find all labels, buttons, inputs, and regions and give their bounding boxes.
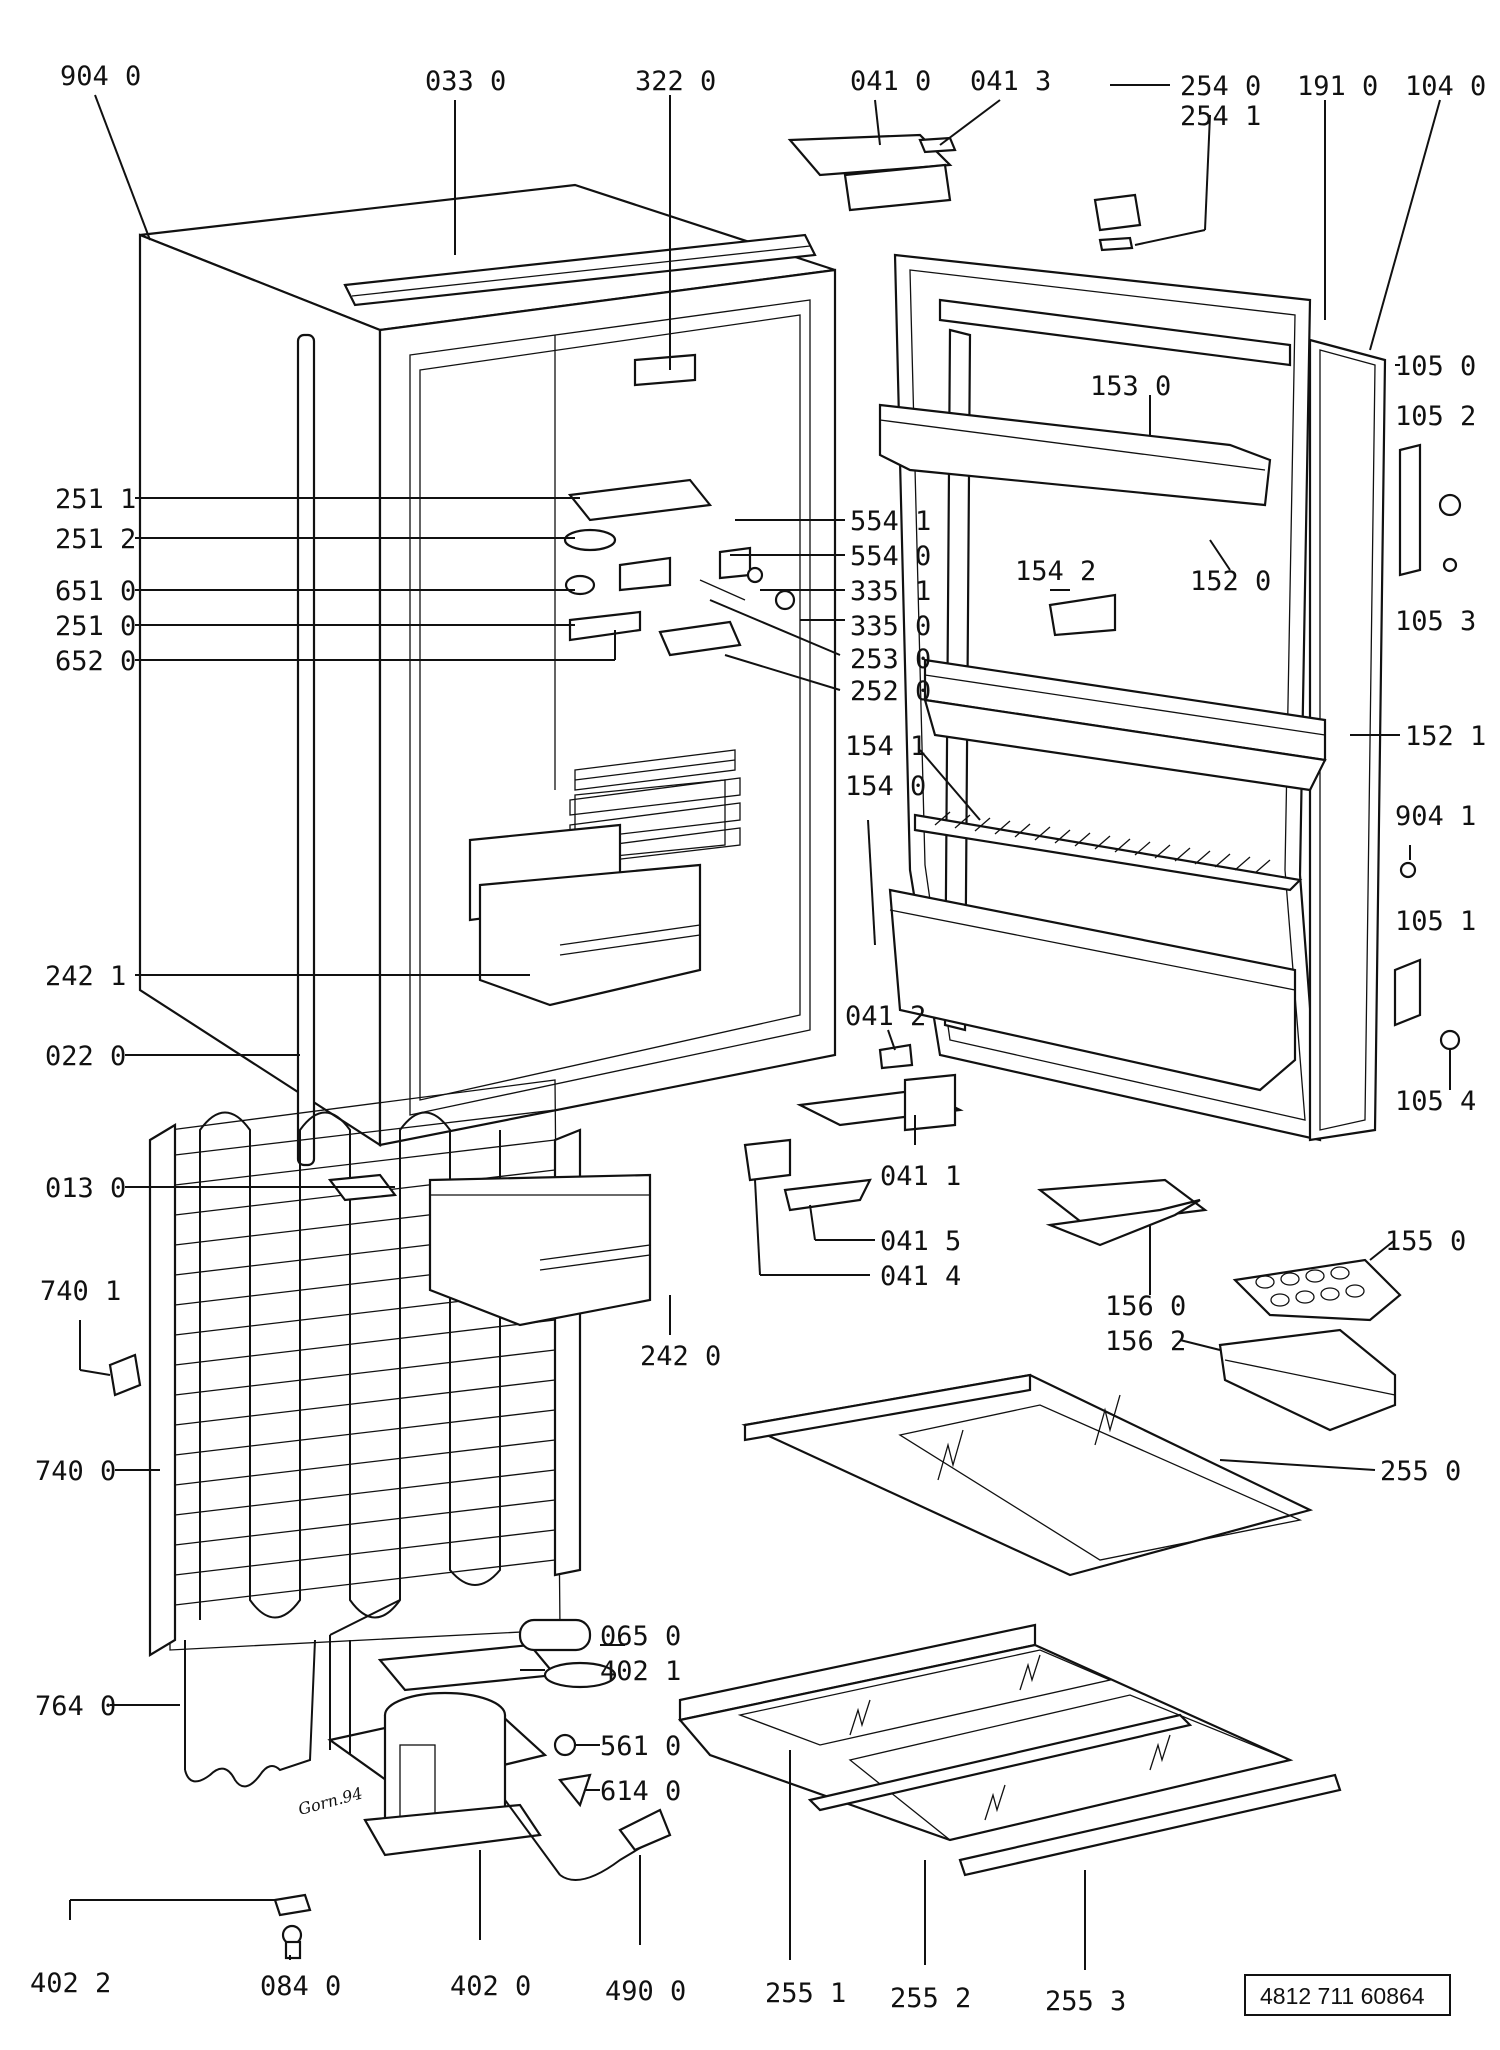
label-255-0: 255 0	[1380, 1456, 1461, 1487]
label-041-0: 041 0	[850, 66, 931, 97]
label-152-1: 152 1	[1405, 721, 1486, 752]
label-105-3: 105 3	[1395, 606, 1476, 637]
label-490-0: 490 0	[605, 1976, 686, 2007]
label-105-0: 105 0	[1395, 351, 1476, 382]
label-402-0: 402 0	[450, 1971, 531, 2002]
label-041-1: 041 1	[880, 1161, 961, 1192]
label-013-0: 013 0	[45, 1173, 126, 1204]
label-242-1: 242 1	[45, 961, 126, 992]
document-reference: 4812 711 60864	[1244, 1974, 1451, 2016]
label-252-0: 252 0	[850, 676, 931, 707]
leader-lines	[69, 84, 1451, 1970]
label-251-1: 251 1	[55, 484, 136, 515]
label-554-1: 554 1	[850, 506, 931, 537]
label-041-2: 041 2	[845, 1001, 926, 1032]
label-335-1: 335 1	[850, 576, 931, 607]
label-251-0: 251 0	[55, 611, 136, 642]
label-065-0: 065 0	[600, 1621, 681, 1652]
label-322-0: 322 0	[635, 66, 716, 97]
label-105-2: 105 2	[1395, 401, 1476, 432]
label-740-1: 740 1	[40, 1276, 121, 1307]
label-255-2: 255 2	[890, 1983, 971, 2014]
label-904-0: 904 0	[60, 61, 141, 92]
label-041-4: 041 4	[880, 1261, 961, 1292]
label-652-0: 652 0	[55, 646, 136, 677]
condenser	[108, 1079, 652, 1788]
shelves	[677, 1178, 1402, 1877]
label-554-0: 554 0	[850, 541, 931, 572]
label-614-0: 614 0	[600, 1776, 681, 1807]
label-740-0: 740 0	[35, 1456, 116, 1487]
cabinet	[138, 183, 837, 1167]
label-154-2: 154 2	[1015, 556, 1096, 587]
label-154-1: 154 1	[845, 731, 926, 762]
label-402-1: 402 1	[600, 1656, 681, 1687]
label-191-0: 191 0	[1297, 71, 1378, 102]
document-reference-text: 4812 711 60864	[1260, 1983, 1425, 2009]
compressor	[273, 1599, 672, 1960]
label-255-1: 255 1	[765, 1978, 846, 2009]
label-254-0: 254 0	[1180, 71, 1261, 102]
label-152-0: 152 0	[1190, 566, 1271, 597]
label-153-0: 153 0	[1090, 371, 1171, 402]
label-253-0: 253 0	[850, 644, 931, 675]
label-561-0: 561 0	[600, 1731, 681, 1762]
label-022-0: 022 0	[45, 1041, 126, 1072]
label-104-0: 104 0	[1405, 71, 1486, 102]
label-335-0: 335 0	[850, 611, 931, 642]
label-156-2: 156 2	[1105, 1326, 1186, 1357]
stamp-text: Gorn.94	[296, 1783, 364, 1818]
label-155-0: 155 0	[1385, 1226, 1466, 1257]
label-033-0: 033 0	[425, 66, 506, 97]
part-labels: 904 0 033 0 322 0 041 0 041 3 254 0 254 …	[30, 61, 1486, 2017]
label-904-1: 904 1	[1395, 801, 1476, 832]
label-154-0: 154 0	[845, 771, 926, 802]
door	[743, 133, 1462, 1212]
label-242-0: 242 0	[640, 1341, 721, 1372]
label-084-0: 084 0	[260, 1971, 341, 2002]
label-105-4: 105 4	[1395, 1086, 1476, 1117]
label-156-0: 156 0	[1105, 1291, 1186, 1322]
label-255-3: 255 3	[1045, 1986, 1126, 2017]
label-251-2: 251 2	[55, 524, 136, 555]
label-651-0: 651 0	[55, 576, 136, 607]
label-041-5: 041 5	[880, 1226, 961, 1257]
label-041-3: 041 3	[970, 66, 1051, 97]
label-764-0: 764 0	[35, 1691, 116, 1722]
label-402-2: 402 2	[30, 1968, 111, 1999]
label-105-1: 105 1	[1395, 906, 1476, 937]
label-254-1: 254 1	[1180, 101, 1261, 132]
